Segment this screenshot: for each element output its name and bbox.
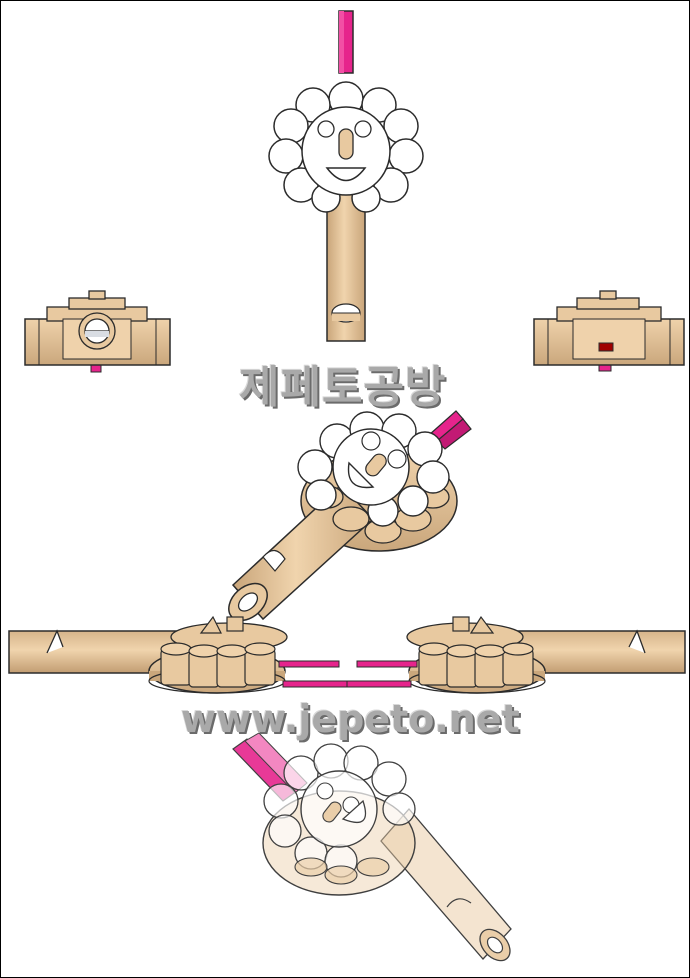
side-view-right — [533, 290, 685, 372]
watermark-korean: 제페토공방 — [239, 362, 447, 413]
mouth — [325, 167, 367, 182]
right-eye — [354, 120, 372, 138]
perspective-view — [228, 410, 472, 622]
watermark-url: www.jepeto.net — [181, 697, 520, 741]
transparent-view — [232, 732, 512, 962]
side-view-left — [24, 290, 171, 373]
top-view-left — [8, 615, 348, 694]
left-eye — [317, 120, 335, 138]
front-view — [268, 10, 424, 342]
top-view-right — [346, 615, 686, 694]
nose — [338, 128, 354, 160]
